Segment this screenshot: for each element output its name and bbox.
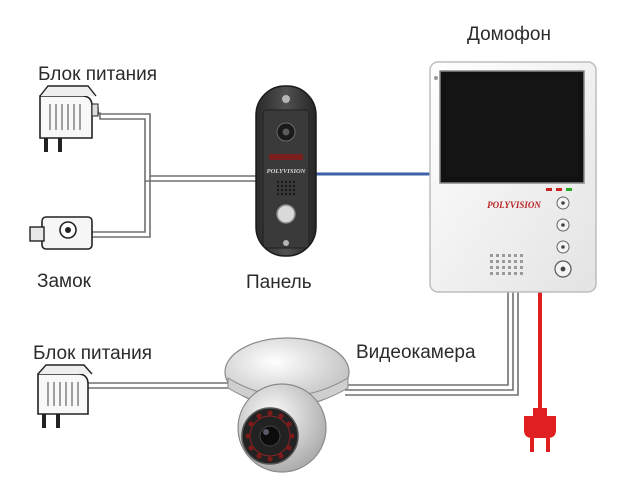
lock-device xyxy=(29,216,93,250)
wire-lock-b xyxy=(92,176,151,238)
monitor-logo: POLYVISION xyxy=(487,200,541,210)
panel-logo: POLYVISION xyxy=(267,168,306,175)
panel-call-button xyxy=(276,204,296,224)
label-power-supply-top: Блок питания xyxy=(38,64,158,85)
label-power-supply-bottom: Блок питания xyxy=(33,343,153,364)
panel-speaker-grill xyxy=(276,180,296,196)
door-panel: POLYVISION xyxy=(255,85,317,257)
label-panel: Панель xyxy=(246,272,312,293)
wire-camera-c xyxy=(345,292,519,396)
power-plug-icon xyxy=(524,408,556,452)
wire-camera-a xyxy=(345,292,509,386)
power-supply-top xyxy=(39,85,99,152)
wire-lock-a xyxy=(92,181,146,233)
wire-power-top-b xyxy=(96,112,262,182)
monitor-speaker-grill xyxy=(490,254,523,275)
monitor-indicators xyxy=(546,188,572,191)
label-lock: Замок xyxy=(37,271,91,292)
wire-camera-b xyxy=(345,292,514,391)
camera-ir-leds xyxy=(245,410,295,462)
intercom-monitor: POLYVISION xyxy=(429,61,597,293)
power-supply-bottom xyxy=(37,364,93,428)
label-intercom: Домофон xyxy=(467,24,551,45)
monitor-buttons xyxy=(554,196,572,278)
dome-camera xyxy=(224,337,350,473)
label-video-camera: Видеокамера xyxy=(356,342,476,363)
